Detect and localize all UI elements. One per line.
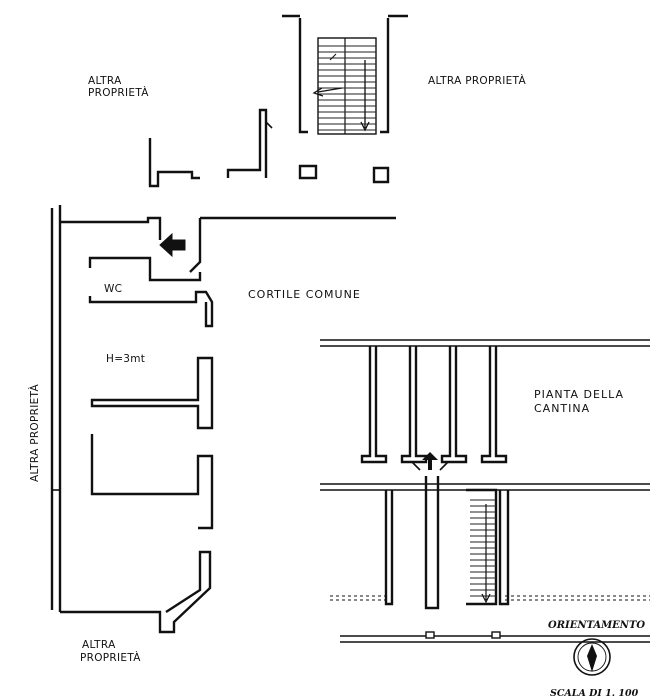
stair-arrow bbox=[360, 60, 370, 132]
cellar-columns bbox=[360, 346, 508, 464]
cellar-entrance-arrow-icon bbox=[422, 452, 438, 470]
cortile-comune-label: CORTILE COMUNE bbox=[248, 288, 361, 301]
left-perimeter-wall bbox=[50, 205, 162, 612]
top-staircase bbox=[282, 14, 408, 184]
wc-room bbox=[88, 256, 214, 328]
cellar-column bbox=[480, 346, 508, 464]
cellar-column bbox=[440, 346, 468, 464]
altra-proprieta-left-vertical: ALTRA PROPRIETÀ bbox=[28, 384, 41, 482]
upper-left-walls bbox=[148, 108, 273, 188]
altra-proprieta-bottom-left-line2: PROPRIETÀ bbox=[80, 651, 141, 664]
stair-arrow bbox=[481, 504, 491, 604]
middle-rooms bbox=[90, 356, 214, 530]
cellar-column bbox=[400, 346, 428, 464]
pianta-cantina-line1: PIANTA DELLA bbox=[534, 388, 624, 401]
courtyard-top bbox=[159, 216, 396, 273]
orientamento-label: ORIENTAMENTO bbox=[548, 620, 645, 631]
scala-label: SCALA DI 1. 100 bbox=[550, 688, 639, 699]
altra-proprieta-top-right: ALTRA PROPRIETÀ bbox=[428, 74, 526, 87]
north-arrow-icon bbox=[573, 638, 611, 676]
altra-proprieta-top-left-line2: PROPRIETÀ bbox=[88, 86, 149, 99]
wc-label: WC bbox=[104, 283, 122, 295]
stair-arrow bbox=[312, 87, 343, 97]
pianta-cantina-line2: CANTINA bbox=[534, 402, 590, 415]
altra-proprieta-top-left-line1: ALTRA bbox=[88, 75, 122, 87]
room-height-label: H=3mt bbox=[106, 353, 145, 365]
cellar-column bbox=[360, 346, 388, 464]
bottom-room bbox=[60, 550, 212, 634]
stair-steps bbox=[345, 45, 376, 131]
entrance-arrow-icon bbox=[159, 232, 186, 258]
cellar-plan bbox=[320, 339, 650, 643]
altra-proprieta-bottom-left-line1: ALTRA bbox=[82, 639, 116, 651]
stair-steps bbox=[470, 499, 496, 597]
